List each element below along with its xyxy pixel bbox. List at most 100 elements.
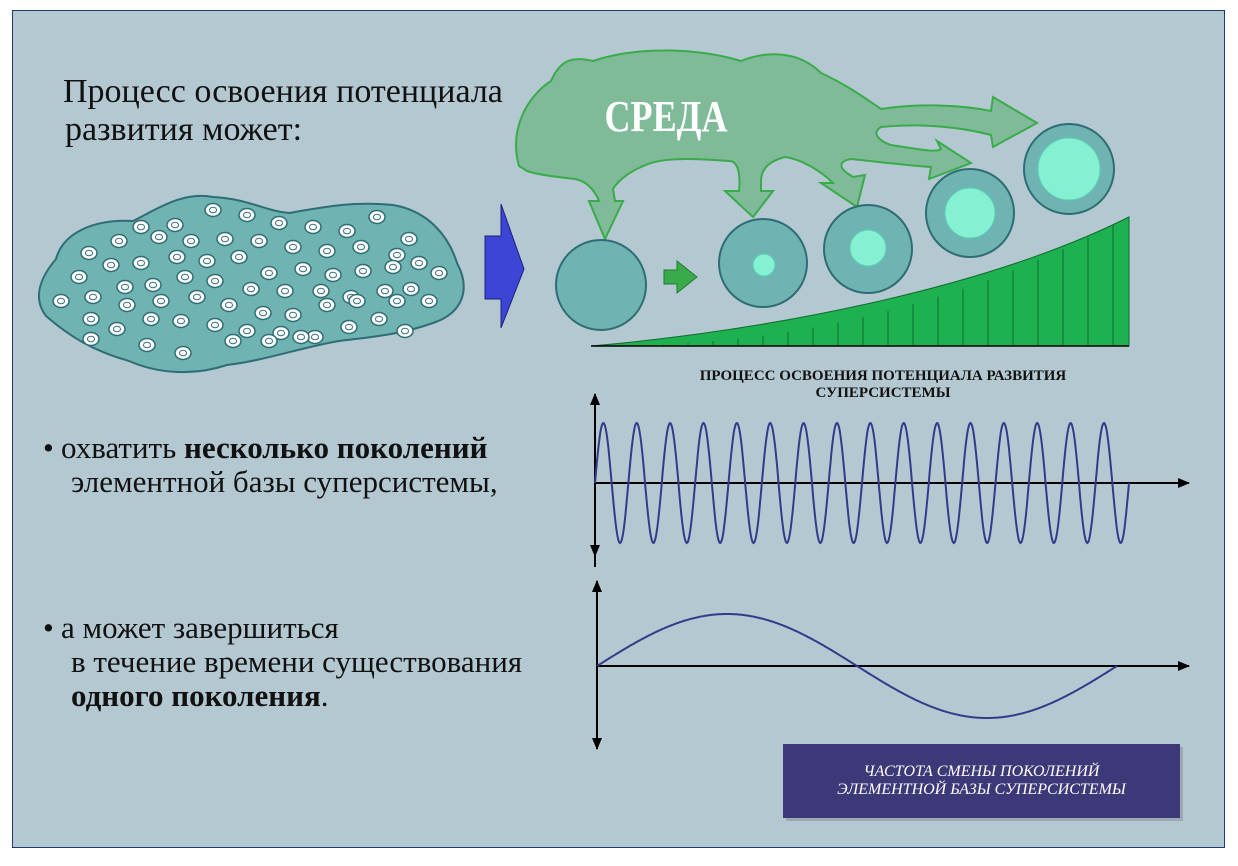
supersystem-line-2: СУПЕРСИСТЕМЫ — [815, 385, 951, 401]
nucleus-core — [193, 293, 201, 301]
nucleus-core — [393, 251, 401, 259]
bullet-dot: • — [43, 430, 54, 465]
nucleus-core — [275, 219, 283, 227]
generation-cell-2-core — [752, 253, 776, 277]
nucleus-core — [209, 206, 217, 214]
nucleus-core — [323, 247, 331, 255]
nucleus — [188, 289, 206, 305]
bullet1-bold: несколько поколений — [184, 430, 488, 465]
nucleus — [230, 249, 248, 265]
nucleus — [204, 202, 222, 218]
nucleus — [312, 283, 330, 299]
nucleus-core — [221, 235, 229, 243]
nucleus-core — [173, 253, 181, 261]
environment-cloud — [515, 49, 1040, 242]
nucleus-core — [401, 327, 409, 335]
nucleus-core — [265, 269, 273, 277]
nucleus — [182, 233, 200, 249]
nucleus-core — [277, 329, 285, 337]
nucleus — [238, 323, 256, 339]
nucleus — [396, 323, 414, 339]
nucleus-core — [289, 311, 297, 319]
nucleus-core — [89, 293, 97, 301]
bullet1-pre: охватить — [61, 430, 184, 465]
slide-title: Процесс освоения потенциала развития мож… — [63, 73, 503, 149]
nucleus-core — [297, 333, 305, 341]
nucleus — [166, 217, 184, 233]
nucleus — [388, 293, 406, 309]
nucleus — [116, 279, 134, 295]
nucleus-core — [115, 237, 123, 245]
nucleus-core — [113, 325, 121, 333]
nucleus-core — [143, 341, 151, 349]
nucleus-core — [243, 211, 251, 219]
nucleus-core — [121, 283, 129, 291]
nucleus-core — [187, 237, 195, 245]
nucleus — [174, 345, 192, 361]
nucleus — [80, 245, 98, 261]
cell-nuclei — [52, 202, 448, 361]
nucleus-core — [137, 259, 145, 267]
frequency-line-1: ЧАСТОТА СМЕНЫ ПОКОЛЕНИЙ — [863, 763, 1100, 780]
slide: СРЕДА Процесс освоения потенциала развит… — [12, 10, 1225, 848]
nucleus-core — [235, 253, 243, 261]
nucleus-core — [259, 309, 267, 317]
diagram-art: СРЕДА — [13, 11, 1224, 847]
nucleus — [430, 265, 448, 281]
nucleus-core — [255, 237, 263, 245]
nucleus-core — [329, 271, 337, 279]
nucleus-core — [415, 259, 423, 267]
generation-cell-4-core — [944, 187, 996, 239]
nucleus — [254, 305, 272, 321]
nucleus-core — [147, 315, 155, 323]
nucleus — [384, 259, 402, 275]
nucleus-core — [425, 297, 433, 305]
supersystem-caption: ПРОЦЕСС ОСВОЕНИЯ ПОТЕНЦИАЛА РАЗВИТИЯ СУП… — [613, 368, 1153, 402]
nucleus — [352, 239, 370, 255]
nucleus-core — [75, 273, 83, 281]
nucleus — [144, 277, 162, 293]
potential-ramp — [590, 216, 1130, 347]
nucleus-core — [281, 287, 289, 295]
nucleus-core — [317, 287, 325, 295]
supersystem-line-1: ПРОЦЕСС ОСВОЕНИЯ ПОТЕНЦИАЛА РАЗВИТИЯ — [699, 368, 1067, 384]
bullet2-line2: в течение времени существования — [71, 644, 523, 679]
nucleus — [176, 269, 194, 285]
nucleus — [376, 283, 394, 299]
nucleus-core — [203, 257, 211, 265]
nucleus — [410, 255, 428, 271]
nucleus-core — [155, 233, 163, 241]
nucleus — [284, 239, 302, 255]
nucleus — [132, 255, 150, 271]
bullet-dot: • — [43, 610, 54, 645]
nucleus-core — [435, 269, 443, 277]
nucleus-core — [345, 323, 353, 331]
nucleus — [150, 229, 168, 245]
nucleus — [172, 313, 190, 329]
generation-cell-3-core — [849, 229, 887, 267]
nucleus-core — [289, 243, 297, 251]
nucleus-core — [181, 273, 189, 281]
nucleus-core — [353, 297, 361, 305]
nucleus-core — [157, 297, 165, 305]
nucleus — [242, 281, 260, 297]
nucleus — [102, 257, 120, 273]
nucleus — [340, 319, 358, 335]
nucleus — [318, 297, 336, 313]
nucleus — [304, 219, 322, 235]
bullet2-bold: одного поколения — [71, 678, 321, 713]
nucleus-core — [311, 333, 319, 341]
nucleus — [294, 261, 312, 277]
nucleus-core — [265, 337, 273, 345]
nucleus-core — [299, 265, 307, 273]
generation-cell-5-core — [1037, 137, 1101, 201]
nucleus — [338, 223, 356, 239]
nucleus-core — [381, 287, 389, 295]
nucleus — [388, 247, 406, 263]
nucleus-core — [225, 301, 233, 309]
nucleus — [118, 297, 136, 313]
nucleus — [206, 273, 224, 289]
frequency-label-box: ЧАСТОТА СМЕНЫ ПОКОЛЕНИЙ ЭЛЕМЕНТНОЙ БАЗЫ … — [783, 744, 1180, 818]
nucleus-core — [393, 297, 401, 305]
nucleus-core — [87, 315, 95, 323]
